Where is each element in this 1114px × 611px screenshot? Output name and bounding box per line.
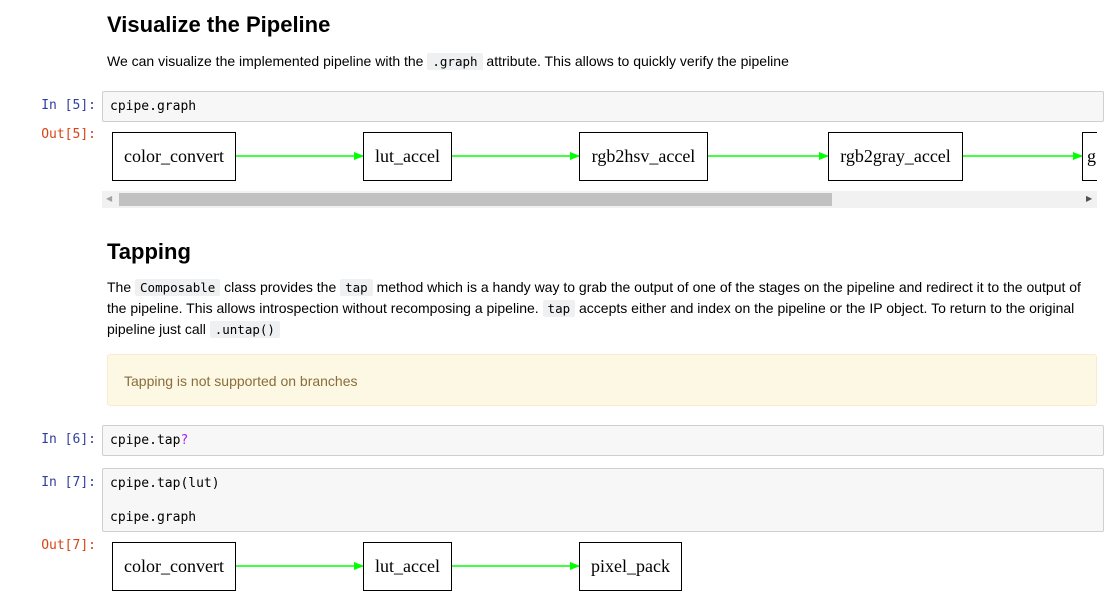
input-prompt-6: In [6]: xyxy=(41,432,96,447)
alert-warning-box: Tapping is not supported on branches xyxy=(107,354,1097,406)
alert-text: Tapping is not supported on branches xyxy=(124,373,358,389)
graph-output-5: color_convert lut_accel rgb2hsv_accel rg… xyxy=(102,124,1097,190)
graph-node-lut-accel: lut_accel xyxy=(363,542,452,591)
graph-node-color-convert: color_convert xyxy=(112,542,236,591)
code-cell-5[interactable]: cpipe.graph xyxy=(102,91,1104,122)
paragraph-text: method which is a handy way to grab the … xyxy=(376,279,1081,295)
paragraph-text: accepts either and index on the pipeline… xyxy=(579,300,1075,316)
inline-code-graph: .graph xyxy=(427,53,483,70)
code-line: cpipe.tap? xyxy=(110,433,188,448)
code-line: cpipe.graph xyxy=(110,99,197,114)
output-prompt-7: Out[7]: xyxy=(41,538,96,553)
inline-code-composable: Composable xyxy=(135,279,221,296)
heading-tapping: Tapping xyxy=(107,239,191,264)
code-line: cpipe.graph xyxy=(110,510,197,525)
scrollbar-thumb[interactable] xyxy=(119,193,832,206)
code-help-operator: ? xyxy=(180,433,189,448)
input-prompt-5: In [5]: xyxy=(41,98,96,113)
code-line: cpipe.tap(lut) xyxy=(110,476,220,491)
paragraph-text: pipeline just call xyxy=(107,321,206,337)
pipeline-graph-edges xyxy=(236,152,1083,160)
code-cell-7[interactable]: cpipe.tap(lut) cpipe.graph xyxy=(102,468,1104,532)
output-prompt-5: Out[5]: xyxy=(41,127,96,142)
scroll-right-arrow-icon[interactable]: ▶ xyxy=(1086,194,1093,203)
graph-node-color-convert: color_convert xyxy=(112,132,236,181)
paragraph-text: the pipeline. This allows introspection … xyxy=(107,300,539,316)
heading-visualize-pipeline: Visualize the Pipeline xyxy=(107,12,331,37)
graph-node-pixel-pack: pixel_pack xyxy=(579,542,682,591)
paragraph-text: attribute. This allows to quickly verify… xyxy=(486,53,789,69)
graph-node-lut-accel: lut_accel xyxy=(363,132,452,181)
input-prompt-7: In [7]: xyxy=(41,475,96,490)
paragraph-visualize: We can visualize the implemented pipelin… xyxy=(107,51,789,72)
graph-node-truncated: g xyxy=(1082,132,1097,181)
scroll-left-arrow-icon[interactable]: ◀ xyxy=(106,194,113,203)
graph-node-rgb2gray-accel: rgb2gray_accel xyxy=(828,132,963,181)
pipeline-graph-edges xyxy=(236,562,580,570)
inline-code-tap: tap xyxy=(542,300,576,317)
paragraph-text: class provides the xyxy=(224,279,337,295)
paragraph-text: We can visualize the implemented pipelin… xyxy=(107,53,424,69)
code-cell-6[interactable]: cpipe.tap? xyxy=(102,425,1104,456)
horizontal-scrollbar[interactable]: ◀ ▶ xyxy=(102,191,1097,208)
paragraph-tapping: The Composable class provides the tap me… xyxy=(107,277,1097,340)
inline-code-untap: .untap() xyxy=(209,321,280,338)
paragraph-text: The xyxy=(107,279,132,295)
graph-node-rgb2hsv-accel: rgb2hsv_accel xyxy=(579,132,708,181)
code-text: cpipe.tap xyxy=(110,433,181,448)
graph-output-7: color_convert lut_accel pixel_pack xyxy=(102,534,1097,600)
inline-code-tap: tap xyxy=(340,279,373,296)
